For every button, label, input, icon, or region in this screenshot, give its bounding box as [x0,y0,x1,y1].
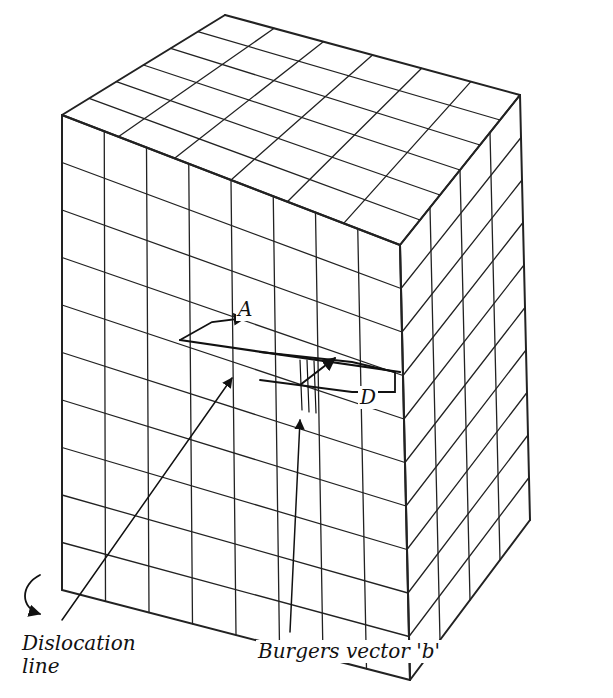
right-face-grid [409,478,529,637]
callout-label: Dislocation line [20,632,154,678]
right-face-grid [406,350,526,506]
right-face-grid [402,180,522,332]
step-hatch [307,360,309,412]
callout-label: Burgers vector 'b' [256,640,500,663]
point-label: D [358,386,378,409]
rotation-symbol [25,575,40,614]
front-face-grid [62,258,403,376]
top-face-grid [231,55,373,180]
front-face-grid [62,163,401,289]
top-face-grid [118,28,274,136]
front-face-grid [62,495,408,593]
top-face-grid [344,82,471,224]
front-face-grid [62,353,405,463]
right-face-grid [403,223,523,376]
front-face-grid [62,305,404,419]
leader-line [290,420,300,632]
right-face-grid [400,95,520,245]
front-face-grid [62,210,402,332]
burgers-circuit [180,318,245,340]
burgers-vector-arrow [300,358,335,385]
right-face-grid [401,138,521,289]
right-face-grid [404,265,524,419]
right-face-grid [408,435,528,593]
step-hatch [300,360,302,410]
top-face-grid [175,42,324,159]
top-face-grid [287,68,421,201]
step-hatch [314,361,316,413]
leader-line [62,378,232,620]
right-face-grid [407,393,527,550]
front-face-grid [62,543,409,637]
point-label: A [236,298,254,321]
top-face-grid [400,95,520,245]
top-face-grid [62,15,225,115]
front-face-grid [62,400,406,506]
right-face-grid [405,308,525,463]
front-face-grid [62,448,407,550]
